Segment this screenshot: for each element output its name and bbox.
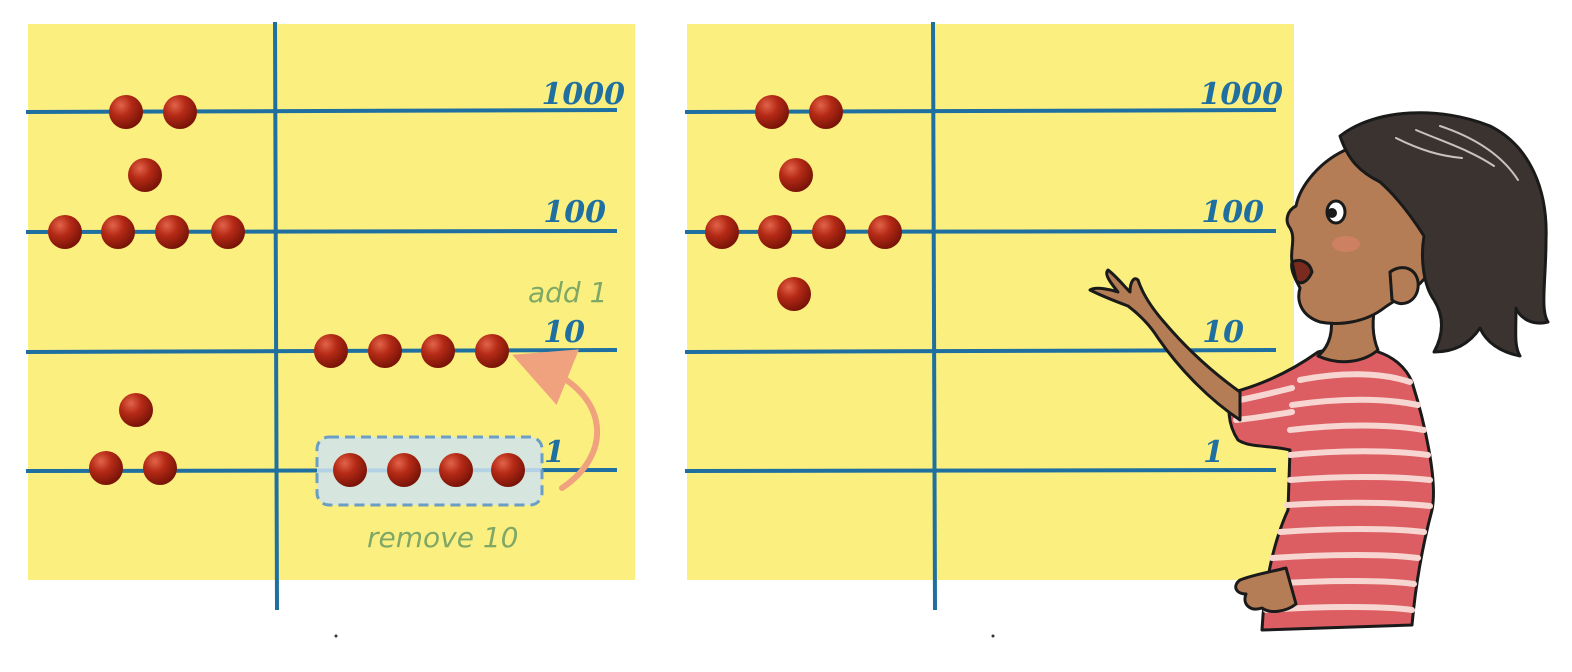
counter [387,453,421,487]
counter [163,95,197,129]
row-label-1: 1 [544,435,565,470]
counter [143,451,177,485]
hair-highlights [1395,125,1519,181]
row-label-10: 10 [1202,315,1244,350]
child-pupil [1327,208,1337,218]
carry-arrow [512,349,601,491]
counter [48,215,82,249]
child-hair [1338,111,1550,358]
child-lower-hand [1234,566,1298,613]
row-label-10: 10 [543,315,585,350]
counter [101,215,135,249]
child-arm [1088,268,1242,422]
counter [211,215,245,249]
row-label-1000: 1000 [1200,77,1284,112]
add-note: add 1 [528,276,607,309]
counter [777,277,811,311]
child-illustration [1088,111,1550,632]
counter [809,95,843,129]
counter [868,215,902,249]
remove-note: remove 10 [367,521,518,554]
row-line-1 [684,468,1277,473]
board-vertical-divider [931,21,937,611]
child-mouth [1290,258,1314,285]
counter [755,95,789,129]
counter [758,215,792,249]
counter [333,453,367,487]
stray-dot [334,634,338,638]
counter [812,215,846,249]
counter [155,215,189,249]
counter [421,334,455,368]
counter [779,158,813,192]
remove-group-box [315,435,544,507]
row-label-100: 100 [1201,195,1264,230]
row-label-1000: 1000 [542,77,626,112]
counter [119,393,153,427]
counter [314,334,348,368]
counter [475,334,509,368]
counter [368,334,402,368]
board-vertical-divider [273,21,279,611]
counter [128,158,162,192]
counting-board-left: 1000 100 10 1 add 1 remove 10 [25,21,635,611]
counter [439,453,473,487]
row-label-100: 100 [543,195,606,230]
counter [109,95,143,129]
counter [89,451,123,485]
stray-dot [991,634,995,638]
row-label-1: 1 [1203,435,1224,470]
child-ear [1388,266,1420,305]
counting-board-right: 1000 100 10 1 [684,21,1294,611]
counter [491,453,525,487]
child-cheek [1332,236,1360,252]
counter [705,215,739,249]
